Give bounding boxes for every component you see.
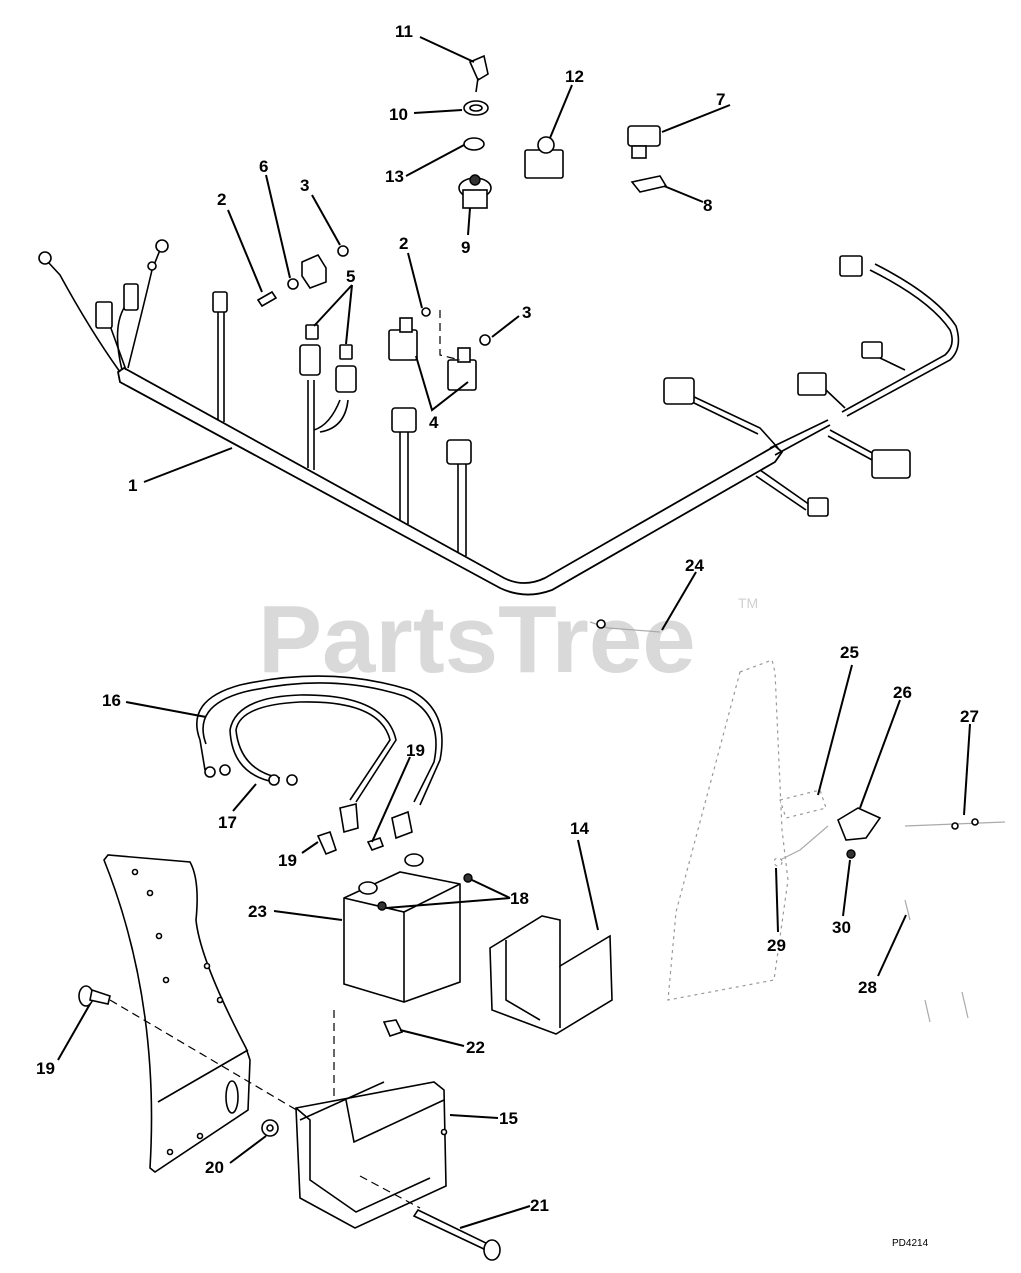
clip[interactable] — [301, 253, 327, 289]
callout-8[interactable]: 8 — [703, 196, 712, 215]
mounting-plate[interactable] — [103, 854, 251, 1173]
callout-12[interactable]: 12 — [565, 67, 584, 86]
leader-lines — [57, 36, 971, 1229]
nut-20[interactable] — [261, 1119, 279, 1137]
callout-13[interactable]: 13 — [385, 167, 404, 186]
callout-26[interactable]: 26 — [893, 683, 912, 702]
callout-20[interactable]: 20 — [205, 1158, 224, 1177]
drawing-code: PD4214 — [892, 1238, 929, 1249]
callout-4[interactable]: 4 — [429, 413, 439, 432]
nut-30[interactable] — [846, 849, 856, 859]
watermark-text: PartsTree — [258, 586, 696, 693]
cable-boots[interactable] — [339, 802, 413, 840]
key-11[interactable] — [468, 54, 489, 93]
callout-6[interactable]: 6 — [259, 157, 268, 176]
callout-25[interactable]: 25 — [840, 643, 859, 662]
callout-29[interactable]: 29 — [767, 936, 786, 955]
callout-3[interactable]: 3 — [522, 303, 531, 322]
callout-23[interactable]: 23 — [248, 902, 267, 921]
battery-cable-17[interactable] — [204, 694, 397, 803]
bolt-19-c[interactable] — [78, 985, 111, 1007]
callout-16[interactable]: 16 — [102, 691, 121, 710]
switch-7[interactable] — [627, 125, 661, 159]
nut-18[interactable] — [377, 873, 473, 911]
callout-27[interactable]: 27 — [960, 707, 979, 726]
bolt-21[interactable] — [412, 1208, 501, 1261]
callout-1[interactable]: 1 — [128, 476, 137, 495]
screw-2-left[interactable] — [256, 290, 278, 308]
side-panel[interactable] — [667, 659, 789, 1001]
callout-2[interactable]: 2 — [217, 190, 226, 209]
ignition-switch-9[interactable] — [458, 174, 492, 209]
callout-7[interactable]: 7 — [716, 90, 725, 109]
callouts: 1 2 2 3 3 4 5 6 7 8 9 10 11 12 13 14 15 … — [36, 22, 979, 1215]
callout-19[interactable]: 19 — [36, 1059, 55, 1078]
callout-24[interactable]: 24 — [685, 556, 704, 575]
bracket-8[interactable] — [630, 175, 668, 193]
callout-11[interactable]: 11 — [395, 22, 413, 41]
part-24[interactable] — [589, 619, 661, 633]
hardware-28[interactable] — [904, 899, 969, 1023]
fuse-5[interactable] — [305, 324, 353, 360]
nut-3-left[interactable] — [337, 245, 349, 257]
battery-pad-14[interactable] — [489, 915, 613, 1035]
screw-29[interactable] — [773, 857, 783, 867]
battery-23[interactable] — [343, 853, 461, 1003]
battery-cable-16[interactable] — [196, 675, 443, 806]
relay-4[interactable] — [388, 310, 477, 391]
callout-15[interactable]: 15 — [499, 1109, 518, 1128]
screw-2-right[interactable] — [421, 307, 431, 317]
bolt-19-b[interactable] — [366, 836, 385, 851]
bolt-19-a[interactable] — [316, 830, 337, 856]
part-25[interactable] — [779, 789, 827, 819]
watermark-trademark: TM — [738, 595, 758, 611]
callout-30[interactable]: 30 — [832, 918, 851, 937]
hardware-27[interactable] — [904, 818, 1006, 830]
callout-17[interactable]: 17 — [218, 813, 237, 832]
nut-22[interactable] — [382, 1019, 404, 1037]
nut-3-right[interactable] — [479, 334, 491, 346]
callout-14[interactable]: 14 — [570, 819, 589, 838]
switch-26[interactable] — [779, 807, 882, 861]
battery-tray-15[interactable] — [295, 1081, 448, 1229]
callout-21[interactable]: 21 — [530, 1196, 549, 1215]
bezel-13[interactable] — [463, 137, 485, 151]
callout-28[interactable]: 28 — [858, 978, 877, 997]
callout-3[interactable]: 3 — [300, 176, 309, 195]
callout-5[interactable]: 5 — [346, 267, 355, 286]
wire-harness[interactable] — [38, 239, 960, 596]
callout-19[interactable]: 19 — [278, 851, 297, 870]
callout-22[interactable]: 22 — [466, 1038, 485, 1057]
nut-10[interactable] — [463, 100, 489, 116]
washer-6[interactable] — [287, 278, 299, 290]
switch-12[interactable] — [524, 136, 564, 179]
callout-18[interactable]: 18 — [510, 889, 529, 908]
callout-19[interactable]: 19 — [406, 741, 425, 760]
callout-10[interactable]: 10 — [389, 105, 408, 124]
callout-2[interactable]: 2 — [399, 234, 408, 253]
callout-9[interactable]: 9 — [461, 238, 470, 257]
